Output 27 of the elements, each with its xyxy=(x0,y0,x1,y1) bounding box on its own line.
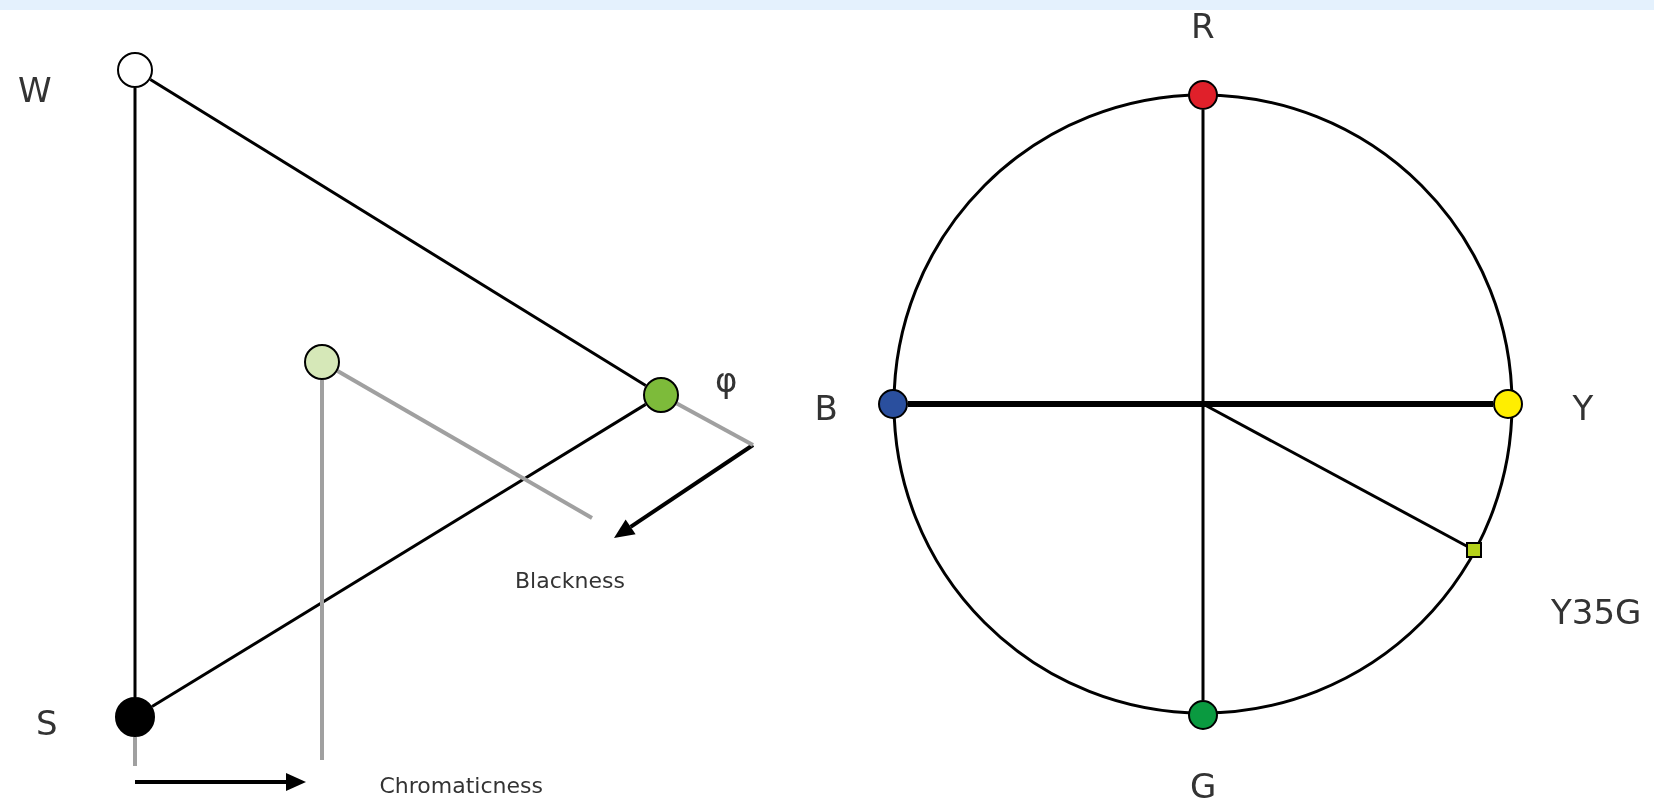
guide-line xyxy=(336,369,593,520)
node-label: Y35G xyxy=(1551,595,1642,629)
connector-line xyxy=(133,88,137,697)
hue-marker xyxy=(1466,542,1482,558)
node-label: B xyxy=(814,391,838,425)
node-label: φ xyxy=(715,363,738,397)
connector-line xyxy=(151,403,647,708)
node-label: R xyxy=(1191,9,1215,43)
node-label: S xyxy=(36,706,58,740)
color-dot xyxy=(878,389,908,419)
color-dot xyxy=(117,52,153,88)
axis-label: Chromaticness xyxy=(379,775,543,797)
axis-label: Blackness xyxy=(515,570,625,592)
node-label: G xyxy=(1190,769,1217,803)
connector-line xyxy=(149,78,647,387)
node-label: Y xyxy=(1572,391,1594,425)
node-label: W xyxy=(18,73,52,107)
connector-line xyxy=(1201,110,1205,700)
color-dot xyxy=(1188,700,1218,730)
color-dot xyxy=(115,697,155,737)
color-dot xyxy=(643,377,679,413)
guide-line xyxy=(675,401,754,447)
connector-line xyxy=(908,401,1493,407)
guide-line xyxy=(320,380,324,760)
color-dot xyxy=(1493,389,1523,419)
color-dot xyxy=(304,344,340,380)
color-dot xyxy=(1188,80,1218,110)
